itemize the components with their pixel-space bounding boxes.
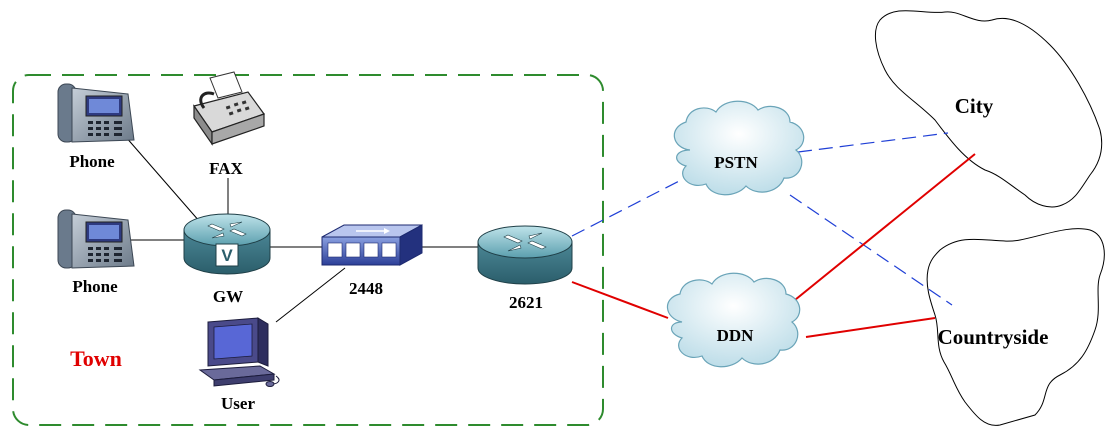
fax-machine-icon xyxy=(193,71,265,146)
ip-phone-icon xyxy=(57,83,135,143)
link-router-pstn xyxy=(571,177,686,237)
countryside-region xyxy=(926,228,1105,426)
phone-top-label: Phone xyxy=(69,152,115,171)
link-pstn-city xyxy=(797,132,949,153)
town-boundary xyxy=(12,74,604,426)
fax-label: FAX xyxy=(209,159,243,178)
link-user-switch xyxy=(275,267,346,323)
phone-bottom-label: Phone xyxy=(72,277,118,296)
gw-label: GW xyxy=(213,287,243,306)
workstation-icon xyxy=(198,317,280,387)
voice-gateway-router-icon: V xyxy=(183,213,271,275)
gw-badge: V xyxy=(221,246,233,265)
pstn-label: PSTN xyxy=(714,153,758,172)
city-label: City xyxy=(955,94,994,118)
router-label: 2621 xyxy=(509,293,543,312)
network-cloud-icon xyxy=(673,100,805,196)
link-pstn-countryside xyxy=(789,194,953,306)
town-label: Town xyxy=(70,346,122,371)
link-ddn-city xyxy=(789,153,976,305)
user-label: User xyxy=(221,394,255,413)
link-phone-top-gw xyxy=(117,127,201,223)
ddn-label: DDN xyxy=(717,326,755,345)
network-cloud-icon xyxy=(666,272,801,368)
ethernet-switch-icon xyxy=(321,224,423,266)
link-router-ddn xyxy=(571,281,669,319)
router-icon xyxy=(477,225,573,285)
link-ddn-countryside xyxy=(805,317,936,338)
switch-label: 2448 xyxy=(349,279,383,298)
ip-phone-icon xyxy=(57,209,135,269)
countryside-label: Countryside xyxy=(938,325,1049,349)
city-region xyxy=(874,10,1103,208)
